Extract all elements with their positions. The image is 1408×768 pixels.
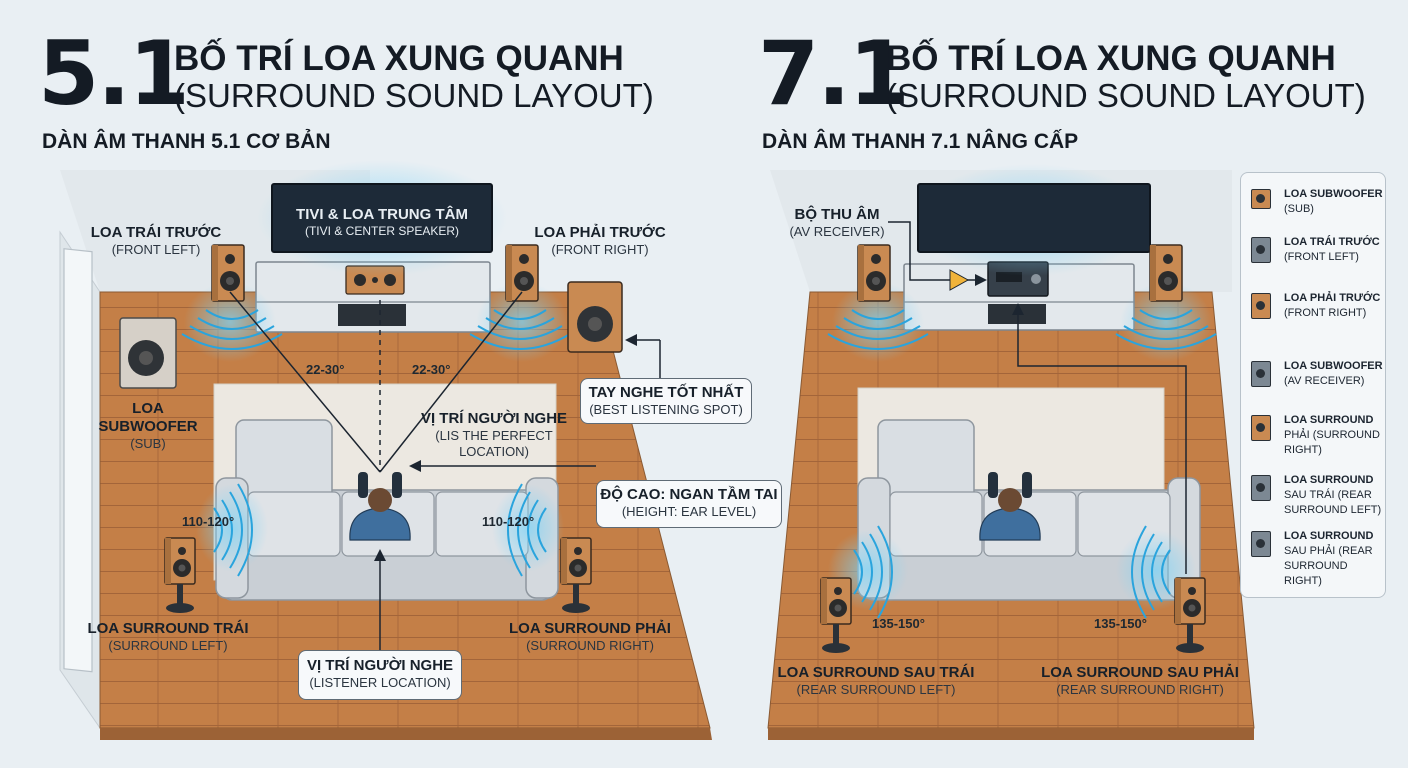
best-spot-main: TAY NGHE TỐT NHẤT [588,384,744,401]
best-spot-box: TAY NGHE TỐT NHẤT (BEST LISTENING SPOT) [580,378,752,424]
legend-item-sub: (AV RECEIVER) [1284,375,1365,387]
surround-left-label: LOA SURROUND TRÁI (SURROUND LEFT) [86,620,250,654]
tv-label-main: TIVI & LOA TRUNG TÂM [296,206,468,223]
height-sub: (HEIGHT: EAR LEVEL) [621,504,757,519]
subwoofer-line1: LOA [132,400,164,417]
subwoofer-sub: (SUB) [130,436,166,451]
receiver-label: BỘ THU ÂM (AV RECEIVER) [782,206,892,240]
listener-perfect-label: VỊ TRÍ NGƯỜI NGHE (LIS THE PERFECT LOCAT… [414,410,574,460]
rear-left-main: LOA SURROUND SAU TRÁI [777,664,975,681]
listener-location-sub: (LISTENER LOCATION) [309,675,451,690]
subwoofer-label: LOA SUBWOOFER (SUB) [96,400,200,452]
front-right-main: LOA PHẢI TRƯỚC [534,224,666,241]
room-5-1 [59,160,712,740]
legend-item-main: LOA SUBWOOFER [1284,188,1383,200]
angle-front-right: 22-30° [412,362,451,377]
angle-surround-left: 110-120° [182,514,235,529]
legend-item-main: LOA SURROUND [1284,530,1374,542]
right-title-line1: BỐ TRÍ LOA XUNG QUANH [886,39,1336,78]
speaker-icon [1251,415,1271,441]
rear-right-main: LOA SURROUND SAU PHẢI [1041,664,1239,681]
receiver-main: BỘ THU ÂM [794,206,880,223]
speaker-icon [1251,293,1271,319]
receiver-sub: (AV RECEIVER) [789,224,885,239]
angle-rear-left: 135-150° [872,616,925,631]
speaker-icon [1251,237,1271,263]
legend-item-sub: (FRONT RIGHT) [1284,307,1367,319]
legend-item-main: LOA TRÁI TRƯỚC [1284,236,1380,248]
listener-location-main: VỊ TRÍ NGƯỜI NGHE [306,657,454,674]
room-7-1 [767,164,1255,740]
rear-left-label: LOA SURROUND SAU TRÁI (REAR SURROUND LEF… [776,664,976,698]
rear-right-sub: (REAR SURROUND RIGHT) [1056,682,1224,697]
legend-item-sub: SAU TRÁI (REAR SURROUND LEFT) [1284,489,1382,516]
system-number-5-1: 5.1 [38,22,190,125]
front-left-main: LOA TRÁI TRƯỚC [90,224,222,241]
subwoofer-line2: SUBWOOFER [98,418,198,435]
angle-surround-right: 110-120° [482,514,535,529]
left-subtitle: DÀN ÂM THANH 5.1 CƠ BẢN [42,130,331,153]
front-left-sub: (FRONT LEFT) [111,242,201,257]
left-title-line1: BỐ TRÍ LOA XUNG QUANH [174,39,624,78]
front-right-label: LOA PHẢI TRƯỚC (FRONT RIGHT) [530,224,670,258]
rear-left-sub: (REAR SURROUND LEFT) [796,682,956,697]
angle-front-left: 22-30° [306,362,345,377]
front-right-sub: (FRONT RIGHT) [551,242,649,257]
right-title-line2: (SURROUND SOUND LAYOUT) [886,77,1366,114]
listener-perfect-main: VỊ TRÍ NGƯỜI NGHE [420,410,568,427]
legend-item-sub: PHẢI (SURROUND RIGHT) [1284,429,1380,456]
surround-left-main: LOA SURROUND TRÁI [87,620,249,637]
tv-label-sub: (TIVI & CENTER SPEAKER) [304,224,460,238]
legend-item-main: LOA SURROUND [1284,474,1374,486]
listener-location-box: VỊ TRÍ NGƯỜI NGHE (LISTENER LOCATION) [298,650,462,700]
speaker-icon [1251,361,1271,387]
surround-left-sub: (SURROUND LEFT) [108,638,228,653]
legend-item-main: LOA PHẢI TRƯỚC [1284,292,1381,304]
surround-right-label: LOA SURROUND PHẢI (SURROUND RIGHT) [500,620,680,654]
left-title-line2: (SURROUND SOUND LAYOUT) [174,77,654,114]
best-spot-sub: (BEST LISTENING SPOT) [589,402,743,417]
angle-rear-right: 135-150° [1094,616,1147,631]
system-number-7-1: 7.1 [758,22,910,125]
front-left-label: LOA TRÁI TRƯỚC (FRONT LEFT) [86,224,226,258]
speaker-icon [1251,531,1271,557]
legend-item-sub: (SUB) [1284,203,1314,215]
legend-item-main: LOA SURROUND [1284,414,1374,426]
height-box: ĐỘ CAO: NGAN TẦM TAI (HEIGHT: EAR LEVEL) [596,480,782,528]
listener-perfect-sub2: LOCATION) [459,444,529,459]
listener-perfect-sub1: (LIS THE PERFECT [435,428,553,443]
legend-panel: LOA SUBWOOFER (SUB) LOA TRÁI TRƯỚC (FRONT … [1240,172,1386,598]
subwoofer-icon [1251,189,1271,209]
surround-right-main: LOA SURROUND PHẢI [509,620,671,637]
right-subtitle: DÀN ÂM THANH 7.1 NÂNG CẤP [762,130,1079,153]
surround-right-sub: (SURROUND RIGHT) [526,638,654,653]
height-main: ĐỘ CAO: NGAN TẦM TAI [600,486,778,503]
tv-label: TIVI & LOA TRUNG TÂM (TIVI & CENTER SPEA… [272,206,492,239]
legend-item-main: LOA SUBWOOFER [1284,360,1383,372]
legend-item-sub: (FRONT LEFT) [1284,251,1359,263]
legend-item-sub: SAU PHẢI (REAR SURROUND RIGHT) [1284,545,1373,587]
rear-right-label: LOA SURROUND SAU PHẢI (REAR SURROUND RIG… [1040,664,1240,698]
speaker-icon [1251,475,1271,501]
